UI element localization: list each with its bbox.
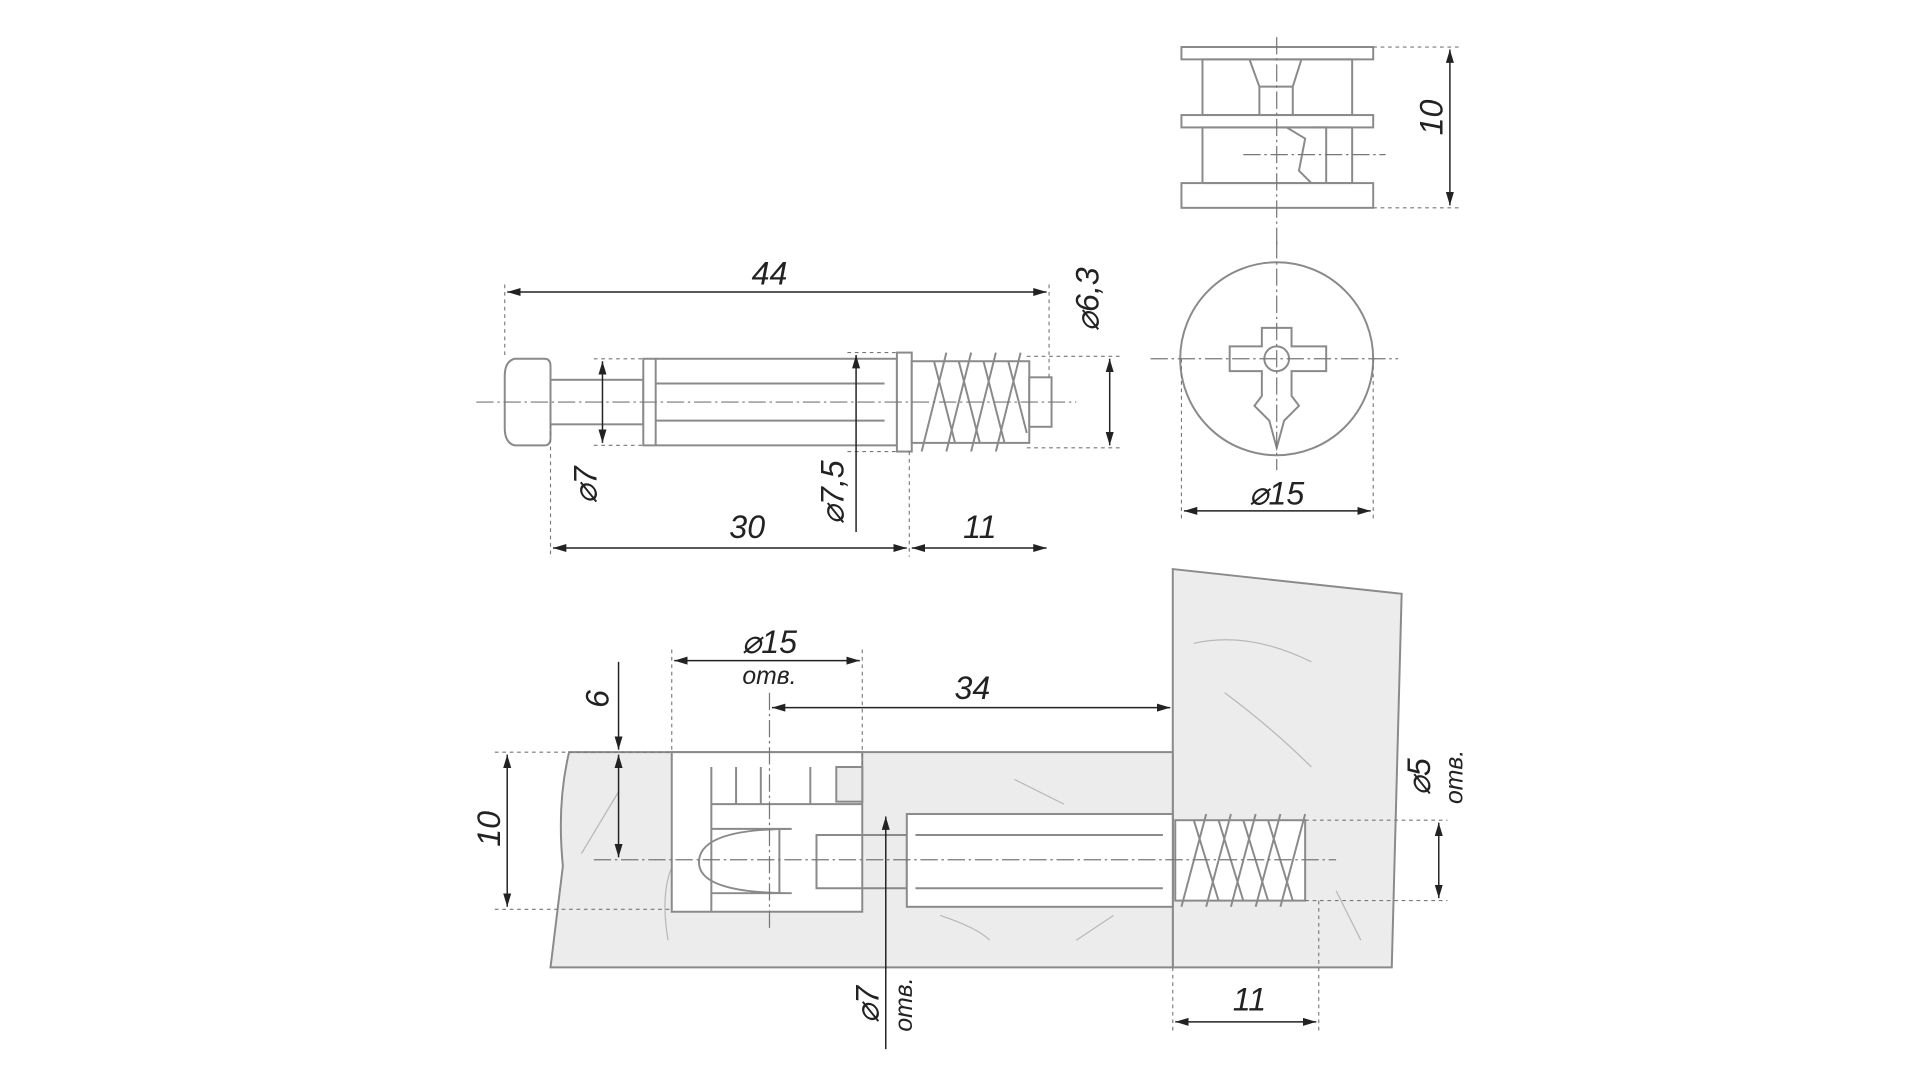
hole-screw-diameter-label: ⌀5 (1401, 758, 1437, 795)
cam-diameter-label: ⌀15 (1249, 476, 1304, 512)
hole-bolt-note: отв. (891, 977, 918, 1031)
hole-screw-note: отв. (1441, 750, 1468, 804)
total-length-label: 44 (752, 256, 788, 292)
hole-cam-note: отв. (742, 663, 796, 690)
assembly-section-view: ⌀15 отв. 34 6 10 ⌀5 отв. ⌀7 отв. 11 (471, 567, 1468, 1050)
screw-depth-label: 11 (1233, 982, 1266, 1018)
thread-diameter-label: ⌀6,3 (1070, 267, 1106, 331)
body-length-label: 30 (729, 509, 765, 545)
hole-offset-label: 34 (954, 670, 990, 706)
cam-side-view: 10 (1180, 37, 1460, 248)
cam-depth-label: 6 (580, 690, 616, 708)
hole-bolt-diameter-label: ⌀7 (849, 985, 885, 1023)
sleeve-diameter-label: ⌀7,5 (815, 460, 851, 524)
hole-cam-diameter-label: ⌀15 (742, 624, 797, 660)
neck-diameter-label: ⌀7 (567, 465, 603, 503)
thread-length-label: 11 (963, 509, 996, 545)
connecting-bolt-view: 44 ⌀6,3 ⌀7 ⌀7,5 30 11 (476, 256, 1120, 557)
cam-height-label: 10 (1413, 100, 1449, 136)
cam-top-view: ⌀15 (1150, 241, 1398, 520)
panel-cam-height-label: 10 (471, 811, 507, 847)
